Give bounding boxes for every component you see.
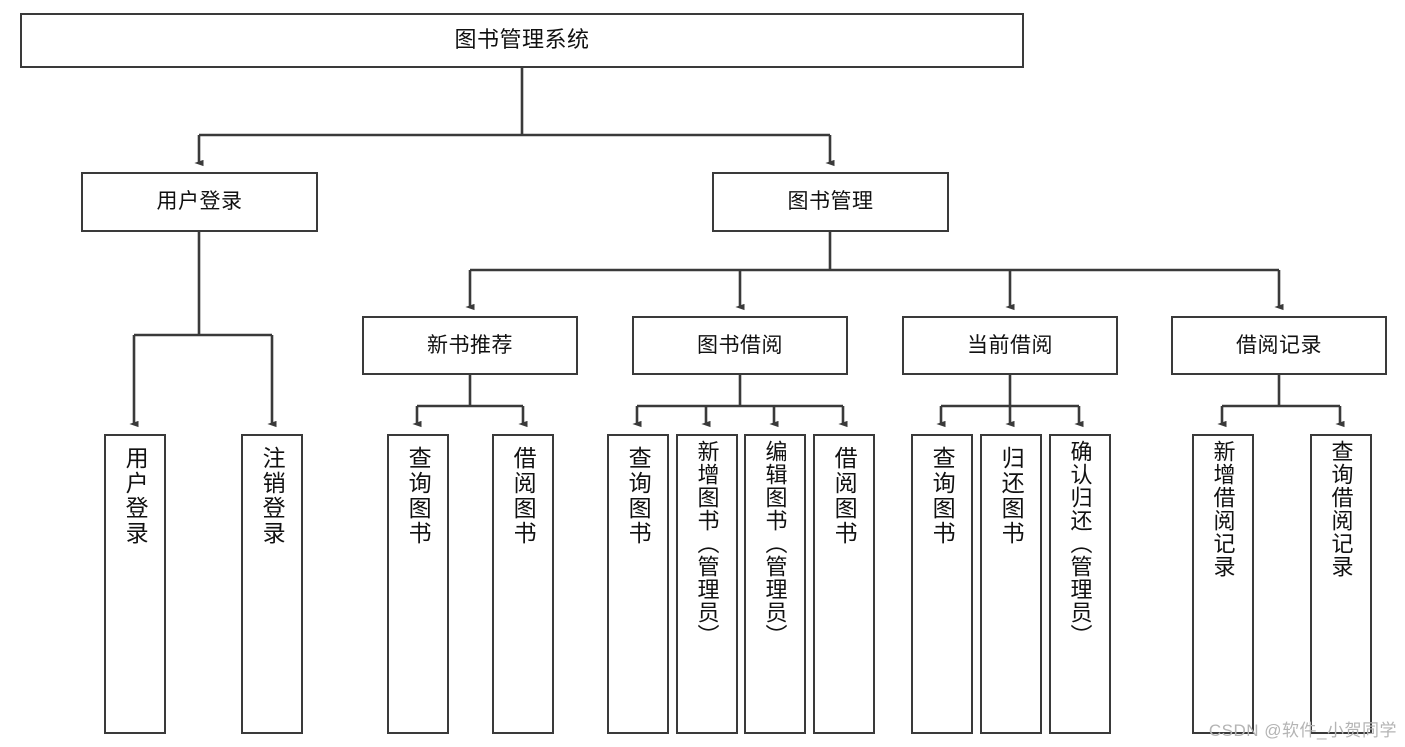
node-user-login[interactable]: 用户登录 bbox=[81, 172, 318, 232]
leaf-query-book-borrow[interactable]: 查询图书 bbox=[607, 434, 669, 734]
node-label: 编辑图书（管理员） bbox=[762, 440, 788, 647]
node-new-book-recommend[interactable]: 新书推荐 bbox=[362, 316, 578, 375]
node-label: 借阅记录 bbox=[1236, 333, 1322, 357]
node-borrow-record[interactable]: 借阅记录 bbox=[1171, 316, 1387, 375]
leaf-confirm-return-admin[interactable]: 确认归还（管理员） bbox=[1049, 434, 1111, 734]
leaf-return-book[interactable]: 归还图书 bbox=[980, 434, 1042, 734]
node-label: 当前借阅 bbox=[967, 333, 1053, 357]
node-label: 注销登录 bbox=[259, 446, 286, 546]
leaf-add-borrow-record[interactable]: 新增借阅记录 bbox=[1192, 434, 1254, 734]
node-root-system[interactable]: 图书管理系统 bbox=[20, 13, 1024, 68]
node-label: 借阅图书 bbox=[831, 446, 858, 546]
node-label: 新书推荐 bbox=[427, 333, 513, 357]
node-label: 图书管理系统 bbox=[454, 27, 590, 53]
node-book-management[interactable]: 图书管理 bbox=[712, 172, 949, 232]
leaf-edit-book-admin[interactable]: 编辑图书（管理员） bbox=[744, 434, 806, 734]
node-label: 图书借阅 bbox=[697, 333, 783, 357]
leaf-query-book-recommend[interactable]: 查询图书 bbox=[387, 434, 449, 734]
leaf-add-book-admin[interactable]: 新增图书（管理员） bbox=[676, 434, 738, 734]
node-label: 借阅图书 bbox=[510, 446, 537, 546]
leaf-query-book-current[interactable]: 查询图书 bbox=[911, 434, 973, 734]
node-label: 归还图书 bbox=[998, 446, 1025, 546]
leaf-logout-login[interactable]: 注销登录 bbox=[241, 434, 303, 734]
node-label: 用户登录 bbox=[122, 446, 149, 546]
node-book-borrow[interactable]: 图书借阅 bbox=[632, 316, 848, 375]
node-label: 查询图书 bbox=[929, 446, 956, 546]
watermark: CSDN @软件_小贺同学 bbox=[1208, 721, 1397, 740]
node-label: 新增借阅记录 bbox=[1210, 440, 1236, 578]
leaf-borrow-book[interactable]: 借阅图书 bbox=[813, 434, 875, 734]
leaf-query-borrow-record[interactable]: 查询借阅记录 bbox=[1310, 434, 1372, 734]
node-label: 用户登录 bbox=[156, 190, 243, 214]
leaf-user-login[interactable]: 用户登录 bbox=[104, 434, 166, 734]
leaf-borrow-book-recommend[interactable]: 借阅图书 bbox=[492, 434, 554, 734]
node-label: 查询借阅记录 bbox=[1328, 440, 1354, 578]
node-label: 新增图书（管理员） bbox=[694, 440, 720, 647]
node-label: 图书管理 bbox=[787, 190, 874, 214]
node-label: 查询图书 bbox=[405, 446, 432, 546]
node-label: 确认归还（管理员） bbox=[1067, 440, 1093, 647]
node-label: 查询图书 bbox=[625, 446, 652, 546]
node-current-borrow[interactable]: 当前借阅 bbox=[902, 316, 1118, 375]
